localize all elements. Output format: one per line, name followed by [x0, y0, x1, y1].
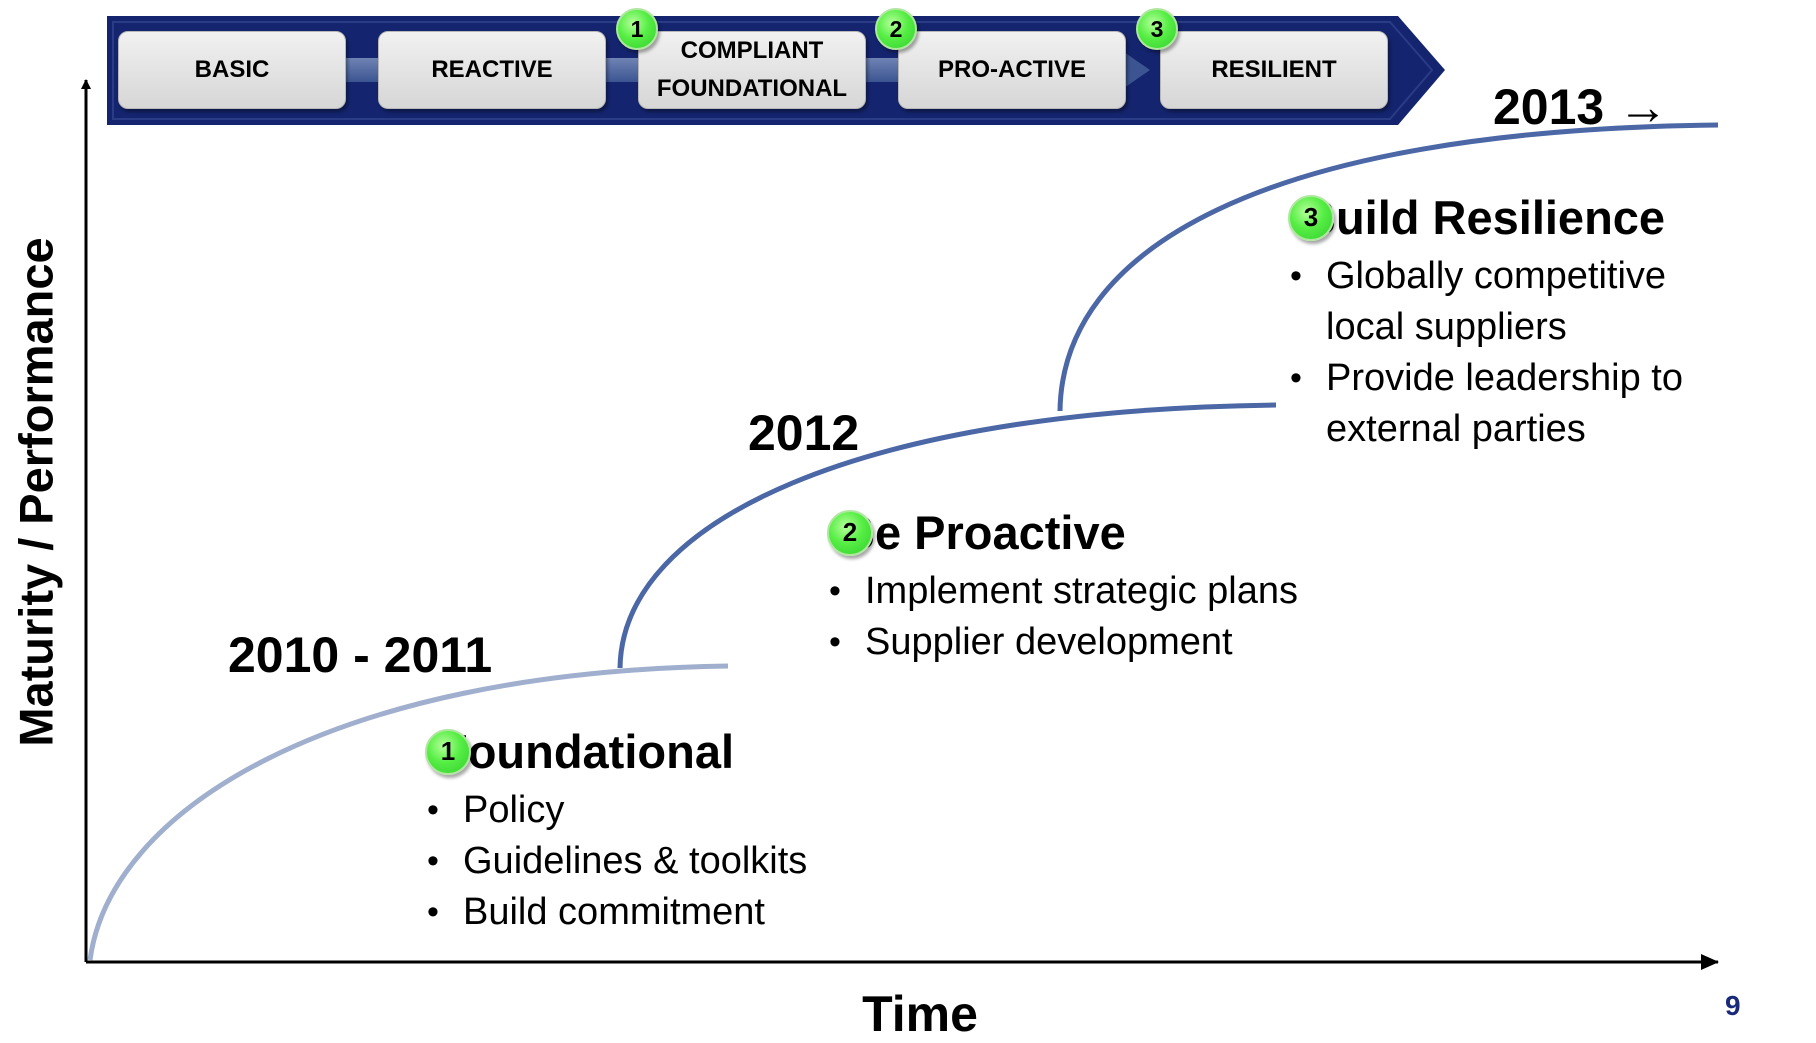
banner-badge-2: 2: [875, 8, 917, 50]
stage-connectors: [344, 52, 1150, 88]
bullet-item: Policy: [425, 785, 807, 836]
curve-phase-1: [87, 663, 729, 961]
bullet-continuation: external parties: [1326, 408, 1586, 450]
phase-be-proactive: 2 Be Proactive Implement strategic plans…: [827, 505, 1298, 668]
stage-label: RESILIENT: [1211, 56, 1337, 83]
x-axis-title: Time: [862, 986, 978, 1042]
phase-title: Be Proactive: [841, 506, 1126, 559]
stage-label: PRO-ACTIVE: [937, 56, 1086, 83]
year-label-2013: 2013 →: [1493, 79, 1669, 135]
phase-badge-2: 2: [827, 509, 873, 556]
banner-badge-1: 1: [616, 8, 658, 50]
bullet-item: Build commitment: [425, 887, 807, 938]
bullet-item: Guidelines & toolkits: [425, 836, 807, 887]
bullet-continuation: local suppliers: [1326, 306, 1567, 348]
stage-reactive: REACTIVE: [378, 31, 606, 109]
banner-badge-3: 3: [1136, 8, 1178, 50]
phase-badge-1: 1: [425, 728, 471, 775]
phase-title: Build Resilience: [1302, 191, 1666, 244]
year-label-2010-2011: 2010 - 2011: [228, 627, 493, 683]
stage-pro-active: PRO-ACTIVE: [898, 31, 1126, 109]
bullet-item: Provide leadership to: [1288, 353, 1683, 404]
stage-label: REACTIVE: [431, 56, 553, 83]
phase-bullets: Globally competitive local suppliers Pro…: [1288, 251, 1683, 455]
curve-phase-2: [617, 402, 1277, 669]
stage-label-line2: FOUNDATIONAL: [656, 75, 848, 102]
phase-title: Foundational: [439, 725, 735, 778]
phase-bullets: Policy Guidelines & toolkits Build commi…: [425, 785, 807, 938]
bullet-item: Globally competitive: [1288, 251, 1683, 302]
phase-build-resilience: 3 Build Resilience Globally competitive …: [1288, 190, 1683, 455]
stage-resilient: RESILIENT: [1160, 31, 1388, 109]
phase-badge-3: 3: [1288, 194, 1334, 241]
stage-compliant-foundational: COMPLIANT FOUNDATIONAL: [638, 31, 866, 109]
bullet-item: Supplier development: [827, 617, 1298, 668]
year-label-2012: 2012: [748, 405, 860, 461]
stage-label: COMPLIANT: [680, 37, 824, 64]
y-axis-title: Maturity / Performance: [9, 237, 63, 747]
bullet-item: Implement strategic plans: [827, 566, 1298, 617]
stage-basic: BASIC: [118, 31, 346, 109]
phase-bullets: Implement strategic plans Supplier devel…: [827, 566, 1298, 668]
stage-label: BASIC: [194, 56, 270, 83]
page-number: 9: [1725, 990, 1741, 1021]
phase-foundational: 1 Foundational Policy Guidelines & toolk…: [425, 724, 807, 938]
curve-phase-3: [1057, 122, 1719, 412]
